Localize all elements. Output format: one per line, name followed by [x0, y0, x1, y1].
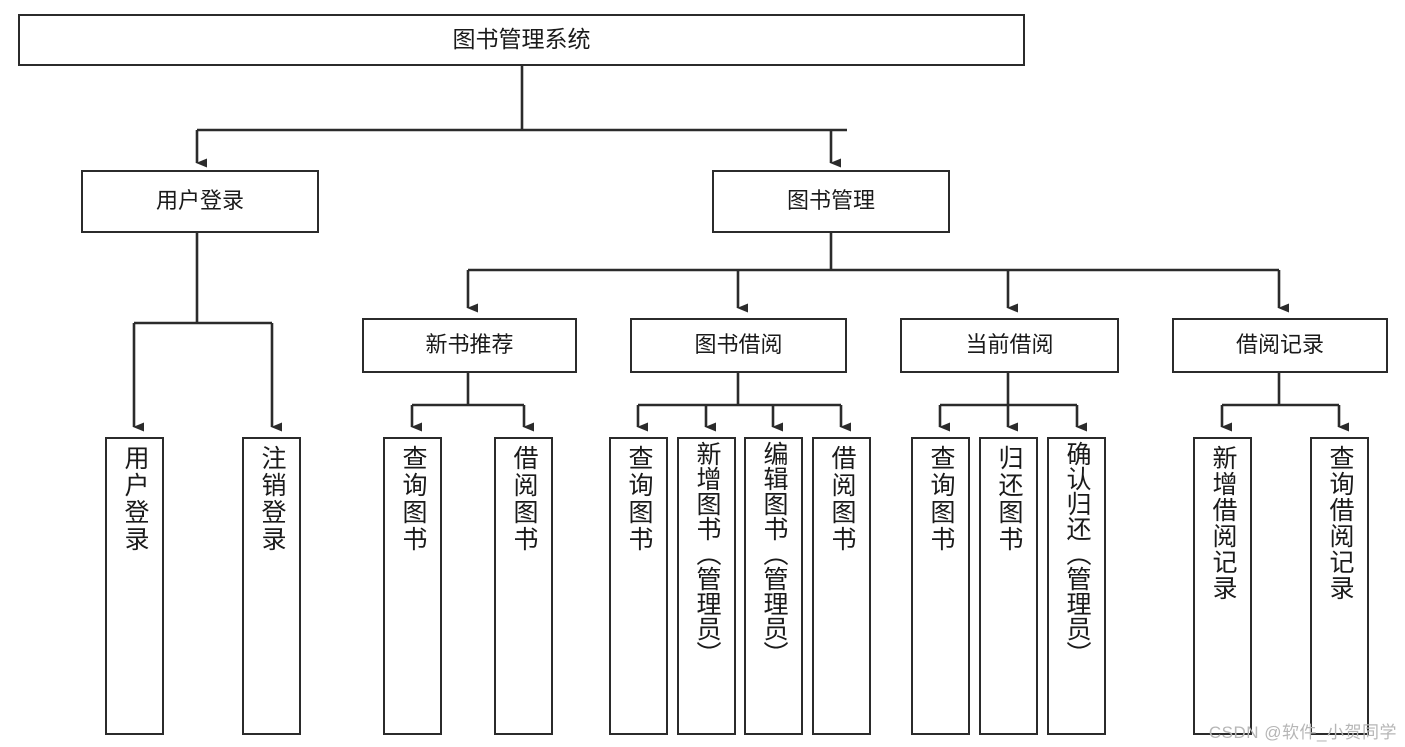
leaf-recommend-borrow-book-label: 借阅图书 — [510, 445, 538, 553]
leaf-record-add-record-label: 新增借阅记录 — [1209, 445, 1237, 601]
leaf-current-return-book[interactable]: 归还图书 — [979, 437, 1038, 735]
leaf-current-query-book-label: 查询图书 — [927, 445, 955, 553]
leaf-borrow-add-book-admin[interactable]: 新增图书（管理员） — [677, 437, 736, 735]
leaf-record-query-record[interactable]: 查询借阅记录 — [1310, 437, 1369, 735]
leaf-current-confirm-return-admin[interactable]: 确认归还（管理员） — [1047, 437, 1106, 735]
node-new-book-recommend-label: 新书推荐 — [425, 332, 514, 358]
leaf-borrow-add-book-admin-label: 新增图书（管理员） — [693, 441, 721, 666]
leaf-borrow-query-book-label: 查询图书 — [625, 445, 653, 553]
leaf-recommend-query-book-label: 查询图书 — [399, 445, 427, 553]
leaf-user-login[interactable]: 用户登录 — [105, 437, 164, 735]
node-book-management-label: 图书管理 — [786, 188, 875, 214]
node-user-login-label: 用户登录 — [155, 188, 244, 214]
leaf-record-query-record-label: 查询借阅记录 — [1326, 445, 1354, 601]
leaf-current-confirm-return-admin-label: 确认归还（管理员） — [1063, 441, 1091, 666]
leaf-current-query-book[interactable]: 查询图书 — [911, 437, 970, 735]
node-borrow-record-label: 借阅记录 — [1235, 332, 1324, 358]
leaf-recommend-borrow-book[interactable]: 借阅图书 — [494, 437, 553, 735]
node-current-borrow-label: 当前借阅 — [965, 332, 1054, 358]
leaf-logout-label: 注销登录 — [258, 445, 286, 553]
leaf-borrow-borrow-book-label: 借阅图书 — [828, 445, 856, 553]
node-borrow-record[interactable]: 借阅记录 — [1172, 318, 1388, 373]
csdn-watermark: CSDN @软件_小贺同学 — [1208, 723, 1397, 742]
leaf-borrow-edit-book-admin-label: 编辑图书（管理员） — [760, 441, 788, 666]
leaf-borrow-query-book[interactable]: 查询图书 — [609, 437, 668, 735]
leaf-user-login-label: 用户登录 — [121, 445, 149, 553]
node-book-management[interactable]: 图书管理 — [712, 170, 950, 233]
node-root[interactable]: 图书管理系统 — [18, 14, 1025, 66]
node-current-borrow[interactable]: 当前借阅 — [900, 318, 1119, 373]
leaf-logout[interactable]: 注销登录 — [242, 437, 301, 735]
leaf-record-add-record[interactable]: 新增借阅记录 — [1193, 437, 1252, 735]
leaf-borrow-edit-book-admin[interactable]: 编辑图书（管理员） — [744, 437, 803, 735]
leaf-current-return-book-label: 归还图书 — [995, 445, 1023, 553]
node-book-borrow[interactable]: 图书借阅 — [630, 318, 847, 373]
leaf-borrow-borrow-book[interactable]: 借阅图书 — [812, 437, 871, 735]
node-new-book-recommend[interactable]: 新书推荐 — [362, 318, 577, 373]
node-book-borrow-label: 图书借阅 — [694, 332, 783, 358]
leaf-recommend-query-book[interactable]: 查询图书 — [383, 437, 442, 735]
node-user-login[interactable]: 用户登录 — [81, 170, 319, 233]
node-root-label: 图书管理系统 — [452, 26, 591, 53]
